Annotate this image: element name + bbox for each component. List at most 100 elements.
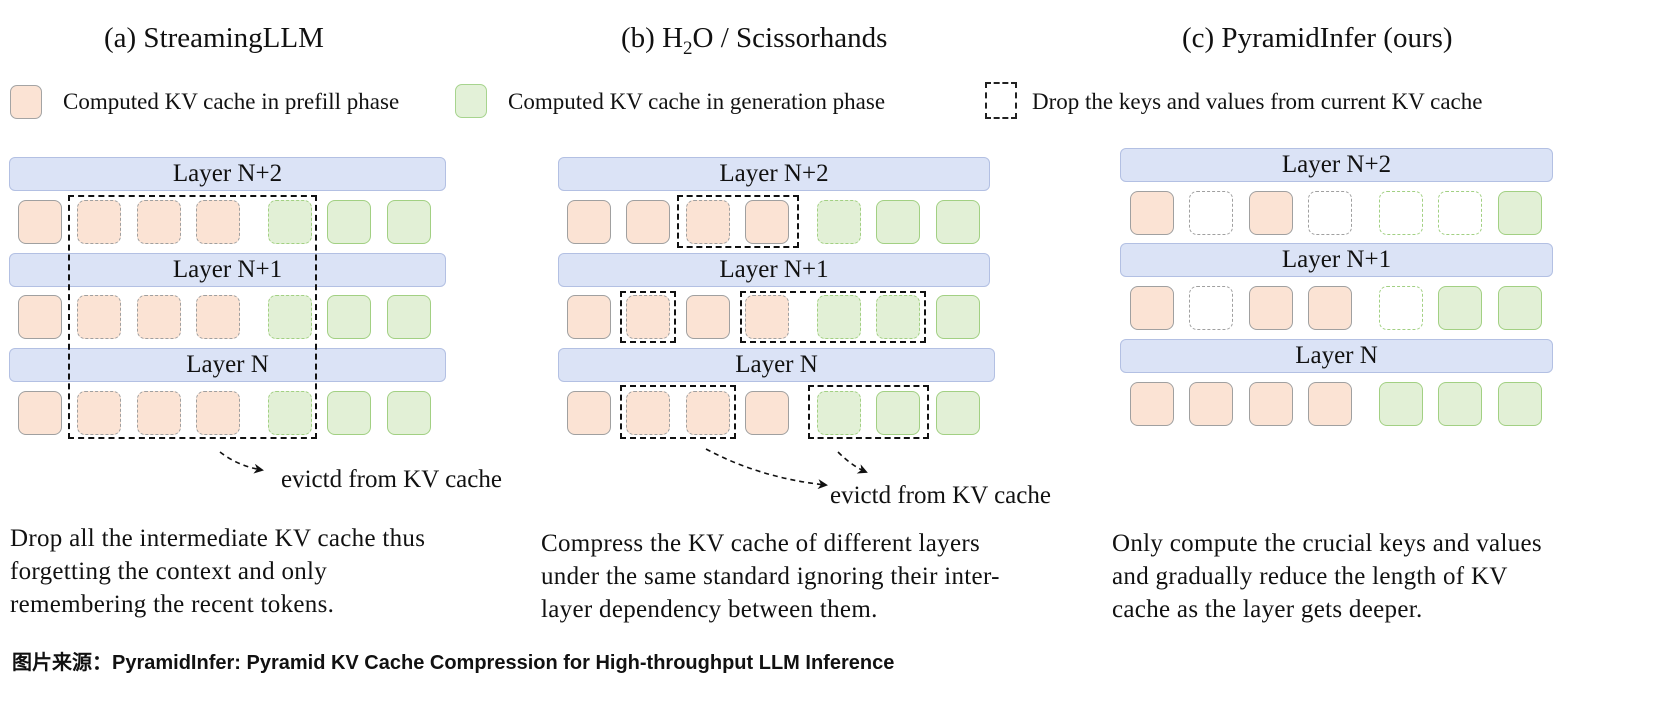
- kv-cell: [567, 200, 611, 244]
- kv-cell: [1308, 382, 1352, 426]
- kv-cell: [268, 391, 312, 435]
- kv-cell: [745, 391, 789, 435]
- kv-cell: [137, 200, 181, 244]
- panel-b-evict-arrow-left: [705, 448, 828, 490]
- panel-b-evict-arrow-right: [837, 451, 868, 474]
- kv-cell: [196, 200, 240, 244]
- panel-b-layer-n1: Layer N+1: [558, 253, 990, 287]
- legend-prefill-label: Computed KV cache in prefill phase: [63, 89, 400, 114]
- kv-cell: [18, 200, 62, 244]
- kv-cell: [1189, 382, 1233, 426]
- panel-b-layer-n2: Layer N+2: [558, 157, 990, 191]
- kv-cell: [1379, 286, 1423, 330]
- legend-generation-swatch: [455, 84, 487, 118]
- evict-box: [620, 385, 736, 439]
- kv-cell: [817, 200, 861, 244]
- kv-cell: [686, 200, 730, 244]
- kv-cell: [327, 391, 371, 435]
- kv-cell: [1379, 191, 1423, 235]
- kv-cell: [817, 391, 861, 435]
- kv-cell: [936, 295, 980, 339]
- kv-cell: [1308, 191, 1352, 235]
- kv-cell: [686, 295, 730, 339]
- kv-cell: [327, 295, 371, 339]
- kv-cell: [1308, 286, 1352, 330]
- panel-b-title-prefix: (b) H: [621, 22, 684, 54]
- kv-cell: [18, 295, 62, 339]
- legend-drop-label: Drop the keys and values from current KV…: [1032, 89, 1483, 114]
- panel-c-layer-n: Layer N: [1120, 339, 1553, 373]
- kv-cell: [1189, 286, 1233, 330]
- kv-cell: [936, 200, 980, 244]
- kv-cell: [18, 391, 62, 435]
- panel-a-layer-n2: Layer N+2: [9, 157, 446, 191]
- kv-cell: [387, 295, 431, 339]
- evict-box: [740, 291, 926, 343]
- panel-a-title: (a) StreamingLLM: [104, 22, 324, 54]
- panel-b-title-suffix: O / Scissorhands: [692, 22, 888, 54]
- kv-cell: [745, 200, 789, 244]
- kv-cell: [268, 295, 312, 339]
- panel-c-description: Only compute the crucial keys and values…: [1112, 530, 1542, 623]
- evict-box: [808, 385, 929, 439]
- kv-cell: [268, 200, 312, 244]
- kv-cell: [77, 391, 121, 435]
- panel-b-evict-label: evictd from KV cache: [830, 482, 1051, 509]
- kv-cell: [817, 295, 861, 339]
- kv-cell: [1249, 382, 1293, 426]
- kv-cell: [626, 391, 670, 435]
- panel-c-title: (c) PyramidInfer (ours): [1182, 22, 1453, 54]
- evict-box: [677, 195, 799, 248]
- kv-cell: [626, 200, 670, 244]
- kv-cell: [1130, 286, 1174, 330]
- kv-cell: [1249, 286, 1293, 330]
- panel-b-title: (b) H2O / Scissorhands: [621, 22, 887, 60]
- kv-cell: [567, 295, 611, 339]
- kv-cell: [387, 391, 431, 435]
- kv-cell: [196, 391, 240, 435]
- panel-c-layer-n1: Layer N+1: [1120, 243, 1553, 277]
- panel-a-evict-label: evictd from KV cache: [281, 466, 502, 493]
- panel-a-evict-arrow: [219, 451, 264, 474]
- kv-cell: [626, 295, 670, 339]
- kv-cell: [876, 200, 920, 244]
- kv-cell: [936, 391, 980, 435]
- panel-b-title-subscript: 2: [683, 37, 693, 59]
- panel-b-description: Compress the KV cache of different layer…: [541, 530, 1000, 623]
- kv-cell: [1379, 382, 1423, 426]
- panel-a-layer-n: Layer N: [9, 348, 446, 382]
- kv-cell: [745, 295, 789, 339]
- panel-a-layer-n1: Layer N+1: [9, 253, 446, 287]
- legend-drop-swatch: [985, 82, 1017, 119]
- kv-cell: [876, 391, 920, 435]
- evict-box: [620, 291, 676, 343]
- kv-cell: [1438, 286, 1482, 330]
- kv-cell: [567, 391, 611, 435]
- legend-generation-label: Computed KV cache in generation phase: [508, 89, 886, 114]
- kv-cell: [1498, 191, 1542, 235]
- kv-cell: [327, 200, 371, 244]
- kv-cell: [1189, 191, 1233, 235]
- kv-cell: [686, 391, 730, 435]
- kv-cell: [1498, 286, 1542, 330]
- evict-box: [68, 195, 317, 439]
- kv-cell: [1249, 191, 1293, 235]
- source-caption: 图片来源：PyramidInfer: Pyramid KV Cache Comp…: [12, 652, 895, 674]
- kv-cell: [1438, 382, 1482, 426]
- panel-a-description: Drop all the intermediate KV cache thus …: [10, 525, 426, 618]
- kv-cell: [196, 295, 240, 339]
- kv-cell: [1130, 191, 1174, 235]
- kv-cell: [1438, 191, 1482, 235]
- kv-cell: [137, 391, 181, 435]
- kv-cell: [387, 200, 431, 244]
- kv-cell: [77, 295, 121, 339]
- kv-cell: [77, 200, 121, 244]
- legend-prefill-swatch: [10, 85, 42, 119]
- kv-cell: [876, 295, 920, 339]
- kv-cell: [137, 295, 181, 339]
- kv-cell: [1498, 382, 1542, 426]
- kv-cell: [1130, 382, 1174, 426]
- panel-c-layer-n2: Layer N+2: [1120, 148, 1553, 182]
- panel-b-layer-n: Layer N: [558, 348, 995, 382]
